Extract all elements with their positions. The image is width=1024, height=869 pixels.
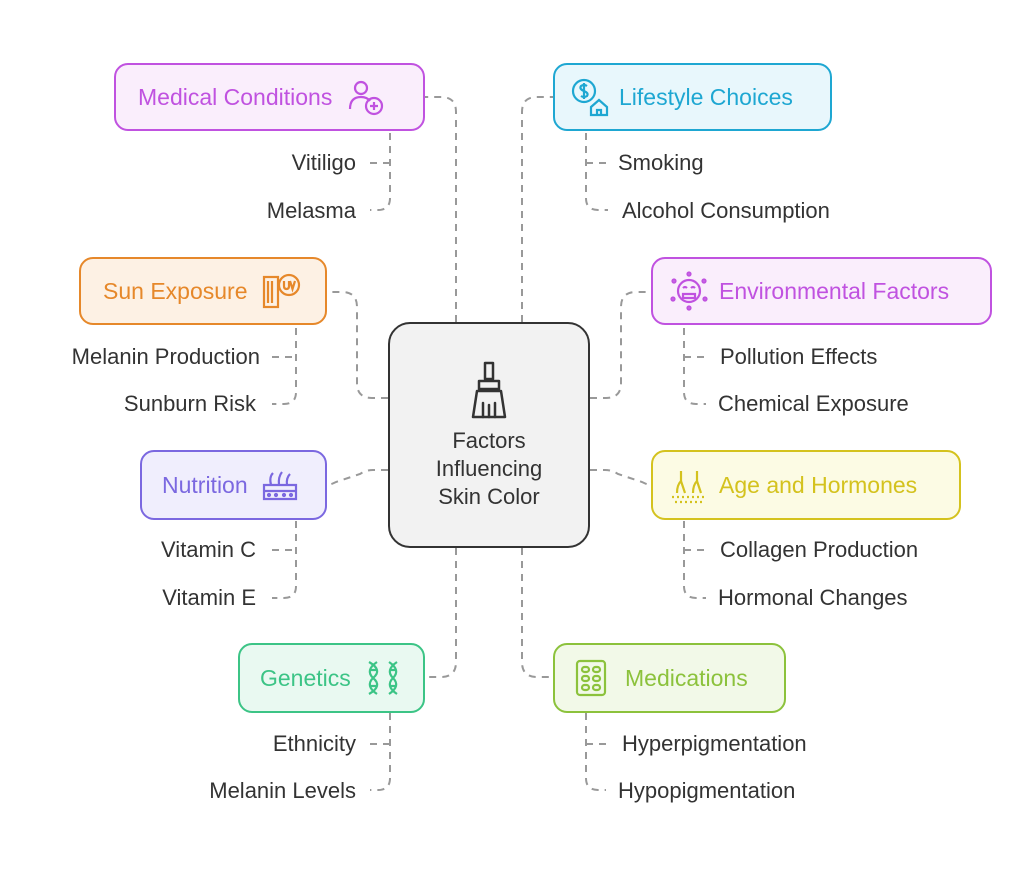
branch-label: Lifestyle Choices [619,83,793,110]
leaf-chemical-exposure: Chemical Exposure [718,391,909,416]
center-topic[interactable]: Factors Influencing Skin Color [388,322,590,548]
branch-sun-exposure[interactable]: Sun Exposure [79,257,327,325]
pollution-face-icon [669,271,709,311]
connector-genetics [425,548,457,678]
skin-layer-icon [260,465,300,505]
leaf-melanin-levels: Melanin Levels [209,778,356,803]
money-home-icon [569,77,609,117]
leaf-melasma: Melasma [266,198,356,223]
leaf-vitamin-c: Vitamin C [161,537,256,562]
leaf-hormonal-changes: Hormonal Changes [718,585,908,610]
branch-label: Medical Conditions [138,83,333,110]
branch-label: Genetics [260,664,351,691]
center-title: Factors Influencing Skin Color [435,428,543,509]
connector-sun [327,291,388,399]
patient-medical-icon [346,77,386,117]
connector-medications [521,548,553,678]
branch-label: Age and Hormones [719,471,918,498]
branch-genetics[interactable]: Genetics [238,643,425,713]
leaf-vitamin-e: Vitamin E [162,585,256,610]
branch-nutrition[interactable]: Nutrition [140,450,327,520]
connector-environment [590,291,651,399]
pill-pack-icon [571,658,611,698]
leaf-pollution-effects: Pollution Effects [720,344,878,369]
leaf-hypopigmentation: Hypopigmentation [618,778,796,803]
branch-age-hormones[interactable]: Age and Hormones [651,450,961,520]
connector-nutrition [326,469,388,486]
branch-medications[interactable]: Medications [553,643,786,713]
branch-label: Sun Exposure [103,277,248,304]
branch-label: Nutrition [162,471,248,498]
connector-medical [425,96,457,322]
paintbrush-icon [463,359,515,421]
connector-lifestyle [521,96,553,322]
leaf-hyperpigmentation: Hyperpigmentation [622,731,807,756]
dna-icon [363,658,403,698]
leaf-alcohol-consumption: Alcohol Consumption [622,198,830,223]
leaf-smoking: Smoking [618,150,704,175]
hair-follicle-icon [669,465,709,505]
leaf-vitiligo: Vitiligo [291,150,356,175]
uv-sun-icon [261,271,301,311]
leaf-collagen-production: Collagen Production [720,537,919,562]
branch-environmental-factors[interactable]: Environmental Factors [651,257,992,325]
connector-age [590,469,652,486]
branch-label: Environmental Factors [719,277,950,304]
branch-medical-conditions[interactable]: Medical Conditions [114,63,425,131]
leaf-sunburn-risk: Sunburn Risk [123,391,256,416]
leaf-melanin-production: Melanin Production [71,344,260,369]
branch-label: Medications [625,664,748,691]
leaf-ethnicity: Ethnicity [272,731,356,756]
branch-lifestyle-choices[interactable]: Lifestyle Choices [553,63,832,131]
